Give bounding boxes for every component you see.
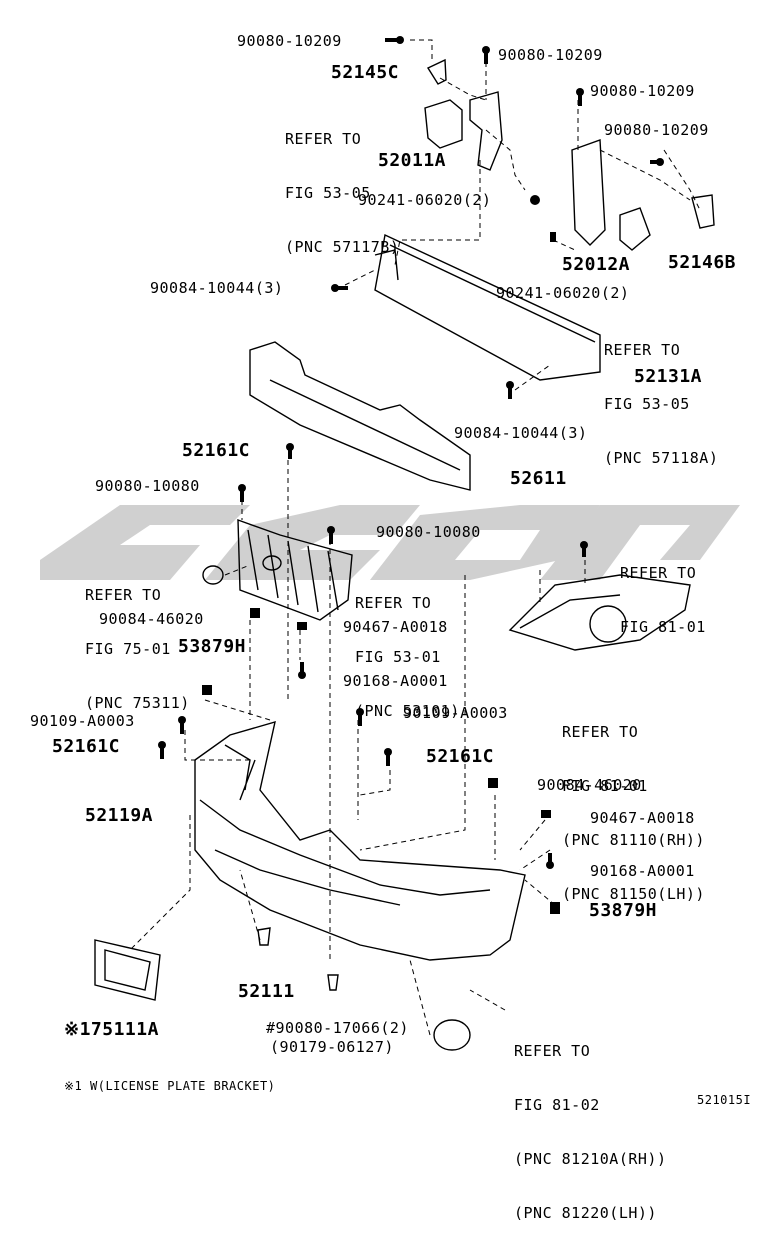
reference-line: FIG 81-02 <box>514 1096 600 1114</box>
label-90080-17066: #90080-17066(2) <box>266 1019 409 1037</box>
label-52161c-a: 52161C <box>182 440 251 461</box>
reference-line: FIG 81-01 <box>620 618 706 636</box>
fasteners <box>158 36 664 914</box>
reference-line: (PNC 81150(LH)) <box>562 885 705 903</box>
label-90080-10209-a: 90080-10209 <box>237 32 342 50</box>
reference-line: REFER TO <box>355 594 432 612</box>
reference-line: REFER TO <box>285 130 362 148</box>
reference-line: REFER TO <box>620 564 697 582</box>
label-52119a: 52119A <box>85 805 154 826</box>
reference-line: (PNC 81220(LH)) <box>514 1204 657 1222</box>
figure-code: 521015I <box>697 1093 752 1107</box>
reference-line: REFER TO <box>514 1042 591 1060</box>
label-52012a: 52012A <box>562 254 631 275</box>
reference-line: REFER TO <box>562 723 639 741</box>
label-90467-a0018-a: 90467-A0018 <box>343 618 448 636</box>
grille-53101 <box>237 518 353 621</box>
label-90080-10209-d: 90080-10209 <box>604 121 709 139</box>
footnote-license-plate-bracket: ※1 W(LICENSE PLATE BRACKET) <box>64 1079 276 1093</box>
emblem-75311 <box>202 565 224 585</box>
bumper-cover-52119a <box>194 721 526 961</box>
label-90084-10044-b: 90084-10044(3) <box>454 424 588 442</box>
absorber-52611 <box>249 341 471 491</box>
reference-line: FIG 53-05 <box>285 184 371 202</box>
label-90080-10080-a: 90080-10080 <box>95 477 200 495</box>
reference-75311: REFER TO FIG 75-01 (PNC 75311) <box>85 550 190 730</box>
reference-81110: REFER TO FIG 81-01 (PNC 81110(RH)) (PNC … <box>562 687 705 921</box>
label-90241-06020-a: 90241-06020(2) <box>358 191 492 209</box>
parts-drawing <box>94 58 715 1051</box>
label-52161c-b: 52161C <box>52 736 121 757</box>
label-90109-a0003-a: 90109-A0003 <box>30 712 135 730</box>
label-52146b: 52146B <box>668 252 737 273</box>
reference-line: (PNC 57117B) <box>285 238 400 256</box>
label-90080-10080-b: 90080-10080 <box>376 523 481 541</box>
reference-81210a: REFER TO FIG 81-02 (PNC 81210A(RH)) (PNC… <box>514 1006 667 1240</box>
clip-52111 <box>257 927 271 946</box>
watermark-logo <box>40 505 740 580</box>
reference-line: (PNC 57118A) <box>604 449 719 467</box>
reference-line: FIG 75-01 <box>85 640 171 658</box>
reference-line: (PNC 75311) <box>85 694 190 712</box>
reference-fig-81-01-a: REFER TO FIG 81-01 <box>620 528 706 654</box>
label-90241-06020-b: 90241-06020(2) <box>496 284 630 302</box>
label-90080-10209-c: 90080-10209 <box>590 82 695 100</box>
label-90168-a0001-b: 90168-A0001 <box>590 862 695 880</box>
label-52011a: 52011A <box>378 150 447 171</box>
label-90168-a0001-a: 90168-A0001 <box>343 672 448 690</box>
bracket-52011a <box>469 91 503 171</box>
label-53879h-a: 53879H <box>178 636 247 657</box>
label-90084-46020-a: 90084-46020 <box>99 610 204 628</box>
reference-57118a: REFER TO FIG 53-05 (PNC 57118A) <box>604 305 718 485</box>
reference-line: FIG 53-05 <box>604 395 690 413</box>
reference-53101: REFER TO FIG 53-01 (PNC 53101) <box>355 558 460 738</box>
reference-57117b: REFER TO FIG 53-05 (PNC 57117B) <box>285 94 399 274</box>
label-52111: 52111 <box>238 981 295 1002</box>
label-53879h-b: 53879H <box>589 900 658 921</box>
label-90109-a0003-b: 90109-A0003 <box>403 704 508 722</box>
label-52145c: 52145C <box>331 62 400 83</box>
license-plate-bracket-75111a <box>94 939 161 1001</box>
parts-diagram <box>40 36 740 1051</box>
label-90084-46020-b: 90084-46020 <box>537 776 642 794</box>
reference-line: REFER TO <box>604 341 681 359</box>
label-90179-06127: (90179-06127) <box>270 1038 394 1056</box>
label-52131a: 52131A <box>634 366 703 387</box>
fog-lamp-81210a <box>433 1019 471 1051</box>
reference-line: (PNC 81210A(RH)) <box>514 1150 667 1168</box>
bracket-52145c <box>426 58 447 85</box>
label-75111a: ※175111A <box>64 1019 159 1040</box>
label-90080-10209-b: 90080-10209 <box>498 46 603 64</box>
bracket-52012a <box>571 139 606 246</box>
reference-line: (PNC 53101) <box>355 702 460 720</box>
label-90467-a0018-b: 90467-A0018 <box>590 809 695 827</box>
retainer-57117b <box>424 99 463 149</box>
label-52611: 52611 <box>510 468 567 489</box>
reference-line: (PNC 81110(RH)) <box>562 831 705 849</box>
label-90084-10044-a: 90084-10044(3) <box>150 279 284 297</box>
label-52161c-c: 52161C <box>426 746 495 767</box>
retainer-57118a <box>619 207 651 251</box>
reinforcement-52131a <box>374 233 601 381</box>
leader-lines <box>129 39 701 1036</box>
reference-line: FIG 53-01 <box>355 648 441 666</box>
clip-52146b <box>691 194 715 229</box>
reference-line: REFER TO <box>85 586 162 604</box>
headlamp-81110 <box>508 574 691 651</box>
reference-line: FIG 81-01 <box>562 777 648 795</box>
